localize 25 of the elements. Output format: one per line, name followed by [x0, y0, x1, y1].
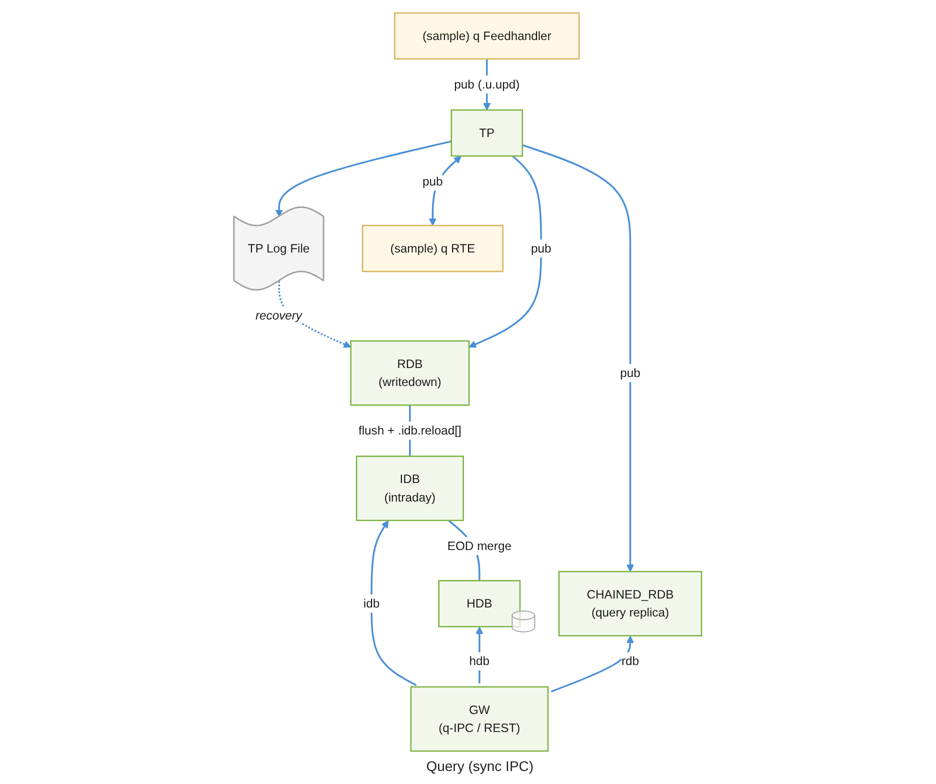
- edge-label: pub: [531, 241, 552, 255]
- edge-label: pub (.u.upd): [454, 77, 520, 91]
- node-box: CHAINED_RDB (query replica): [558, 570, 702, 636]
- edge-label: idb: [364, 596, 380, 610]
- arrow: [468, 155, 542, 348]
- node-box: (sample) q Feedhandler: [394, 12, 580, 60]
- node-box: IDB (intraday): [356, 456, 464, 522]
- arrow: [276, 140, 452, 218]
- edge-label: hdb: [470, 654, 490, 668]
- node-box: TP: [451, 109, 524, 157]
- edge-label: flush + .idb.reload[]: [358, 423, 462, 438]
- edge-label: pub: [422, 174, 444, 188]
- arrow: [551, 636, 634, 692]
- arrow: [522, 144, 634, 572]
- edge-label: EOD merge: [448, 538, 512, 553]
- node-box: RDB (writedown): [350, 340, 470, 406]
- arrow: [370, 520, 418, 686]
- node-box: HDB: [438, 580, 521, 628]
- log-file-node: TP Log File: [234, 206, 324, 290]
- node-box: (sample) q RTE: [362, 224, 504, 272]
- edge-label: pub: [620, 366, 641, 380]
- arrow: [429, 156, 462, 226]
- arrow: [476, 626, 484, 684]
- edge-label: rdb: [622, 654, 640, 668]
- node-box: GW (q-IPC / REST): [410, 686, 549, 752]
